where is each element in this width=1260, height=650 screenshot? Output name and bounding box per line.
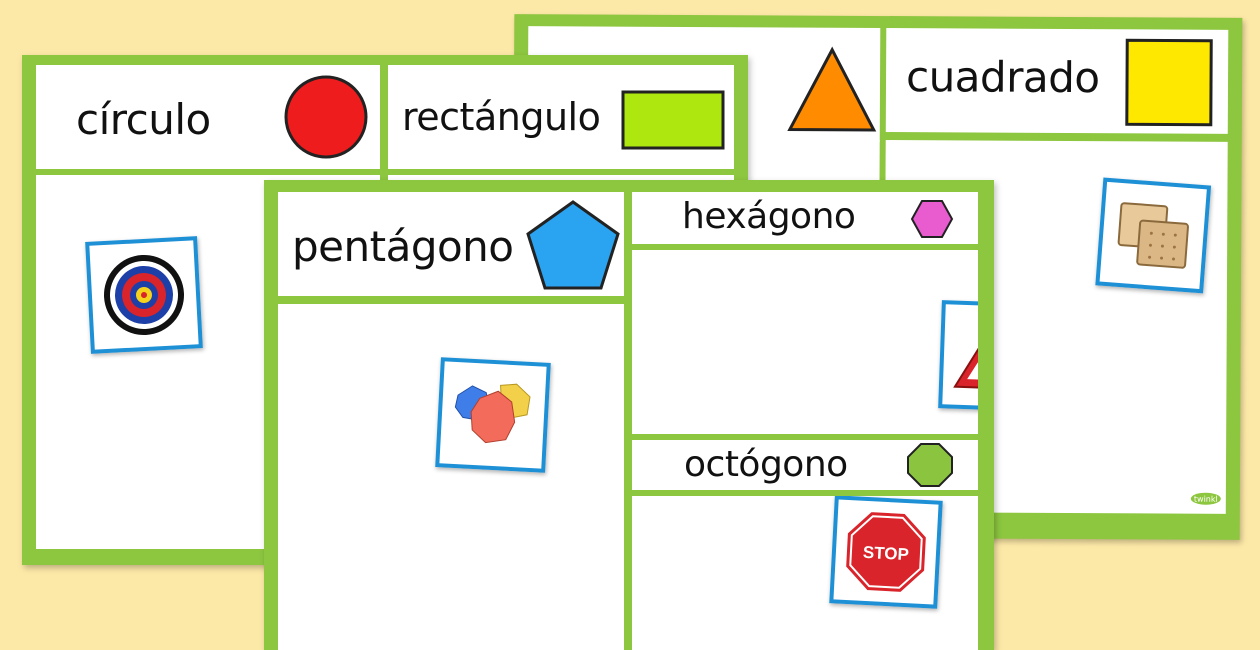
map-pieces-icon <box>454 383 531 444</box>
stop-sign-icon: STOP <box>844 510 928 594</box>
octagon-label: octógono <box>684 444 848 485</box>
crackers-icon <box>1117 202 1189 269</box>
square-label: cuadrado <box>905 52 1100 103</box>
square-shape-icon <box>1125 38 1213 127</box>
triangle-shape-icon <box>787 46 877 132</box>
rectangle-shape-icon <box>621 90 725 150</box>
pentagon-shape-icon <box>526 200 620 290</box>
square-label-cell: cuadrado <box>885 28 1229 134</box>
square-body-cell: twinkl <box>883 140 1228 514</box>
twinkl-logo-icon: twinkl <box>1190 492 1221 505</box>
octagon-shape-icon <box>907 443 953 487</box>
rectangle-label: rectángulo <box>402 95 601 139</box>
rectangle-label-cell: rectángulo <box>388 65 734 169</box>
octagon-label-cell: octógono <box>632 440 978 490</box>
target-icon <box>104 255 184 335</box>
picture-card-road-sign <box>938 300 978 412</box>
picture-card-target <box>85 236 203 354</box>
svg-text:twinkl: twinkl <box>1194 495 1218 504</box>
pentagon-body-cell <box>278 304 624 650</box>
sheet-right: cuadrado twinkl <box>511 14 1243 540</box>
picture-card-map <box>435 357 551 473</box>
sheet-front: pentágono hexágono <box>264 180 994 650</box>
hexagon-shape-icon <box>910 200 954 238</box>
hexagon-label-cell: hexágono <box>632 192 978 244</box>
circle-label: círculo <box>76 95 211 144</box>
octagon-body-cell: STOP <box>632 496 978 650</box>
hexagon-label: hexágono <box>682 196 856 237</box>
hexagon-body-cell <box>632 250 978 434</box>
circle-label-cell: círculo <box>36 65 380 169</box>
stop-sign-text: STOP <box>862 543 909 564</box>
pentagon-label: pentágono <box>292 222 514 271</box>
triangle-label-cell <box>527 26 881 143</box>
picture-card-stop-sign: STOP <box>829 496 943 609</box>
circle-shape-icon <box>284 75 368 159</box>
pentagon-label-cell: pentágono <box>278 192 624 296</box>
road-sign-icon <box>953 320 978 391</box>
picture-card-crackers <box>1095 177 1212 294</box>
